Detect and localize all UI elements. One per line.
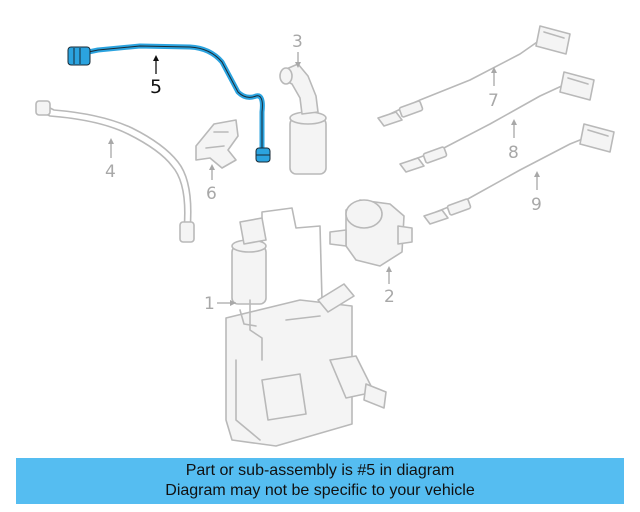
svg-text:2: 2 [384, 287, 395, 307]
part-7-sensor[interactable] [377, 25, 571, 127]
part-5-hose[interactable] [67, 43, 271, 163]
callout-3: 3 [292, 32, 303, 68]
info-banner: Part or sub-assembly is #5 in diagram Di… [16, 458, 624, 504]
part-8-sensor[interactable] [399, 71, 595, 173]
callout-5: 5 [150, 55, 162, 98]
svg-text:4: 4 [105, 162, 116, 182]
svg-text:8: 8 [508, 143, 519, 163]
part-4-pipe[interactable] [35, 100, 195, 243]
callout-2: 2 [384, 266, 395, 307]
part-2-valve[interactable] [329, 199, 413, 267]
svg-text:5: 5 [150, 76, 162, 98]
svg-text:9: 9 [531, 195, 542, 215]
svg-text:3: 3 [292, 32, 303, 52]
callout-6: 6 [206, 164, 217, 204]
part-3-canister[interactable] [279, 63, 327, 175]
svg-text:6: 6 [206, 184, 217, 204]
callout-1: 1 [204, 294, 236, 314]
part-6-bracket[interactable] [195, 119, 239, 169]
callout-4: 4 [105, 138, 116, 182]
callout-8: 8 [508, 119, 519, 163]
banner-line-1: Part or sub-assembly is #5 in diagram [185, 462, 455, 479]
svg-text:1: 1 [204, 294, 215, 314]
svg-text:7: 7 [488, 91, 499, 111]
part-1-housing[interactable] [225, 207, 387, 447]
banner-line-2: Diagram may not be specific to your vehi… [165, 482, 475, 499]
callout-7: 7 [488, 67, 499, 111]
callout-9: 9 [531, 171, 542, 215]
part-9-sensor[interactable] [423, 123, 615, 225]
